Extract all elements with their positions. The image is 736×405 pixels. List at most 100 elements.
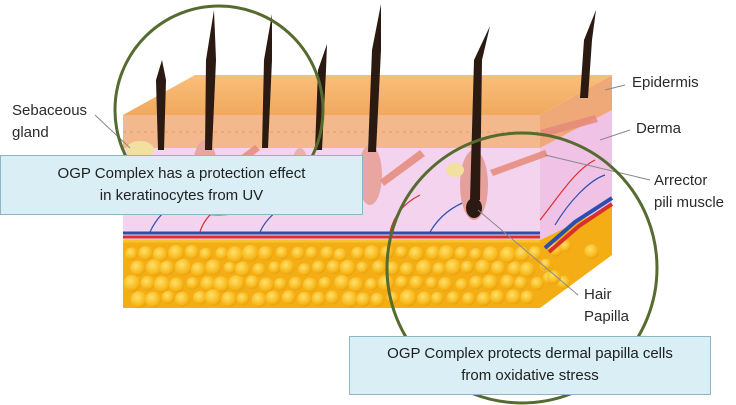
fat-cell xyxy=(370,292,385,307)
fat-cell xyxy=(184,245,200,260)
fat-cell xyxy=(399,262,415,277)
fat-cell xyxy=(297,291,312,307)
fat-cell xyxy=(469,275,484,290)
fat-cell xyxy=(341,291,359,308)
fat-cell xyxy=(215,247,229,260)
fat-cell xyxy=(242,244,259,262)
fat-cell xyxy=(221,291,237,308)
fat-cell xyxy=(234,261,251,277)
fat-cell xyxy=(145,259,163,277)
fat-cell xyxy=(530,276,544,291)
fat-cell xyxy=(500,274,515,290)
fat-cell xyxy=(528,246,542,260)
fat-cell xyxy=(153,276,171,293)
fat-cell xyxy=(499,246,517,263)
fat-cell xyxy=(145,291,162,308)
fat-cell xyxy=(161,290,175,304)
fat-cell xyxy=(333,248,347,262)
fat-cell xyxy=(446,291,460,305)
fat-cell xyxy=(326,260,341,275)
arrector-pili-label: Arrector pili muscle xyxy=(654,170,724,214)
fat-cell xyxy=(199,247,213,261)
fat-cell xyxy=(245,275,260,290)
fat-cell xyxy=(174,291,190,307)
sebaceous-label-line2: gland xyxy=(12,124,49,141)
fat-cell xyxy=(258,245,273,261)
fat-cell xyxy=(455,278,469,292)
fat-cell xyxy=(395,275,409,289)
fat-cell xyxy=(415,259,433,277)
fat-cell xyxy=(223,261,236,274)
fat-cell xyxy=(228,275,245,292)
blood-vessel-band xyxy=(123,196,614,254)
fat-cell xyxy=(584,244,599,259)
fat-cell xyxy=(399,289,417,307)
arrector-label-line2: pili muscle xyxy=(654,194,725,211)
fat-cell xyxy=(129,260,146,276)
fat-cell xyxy=(168,244,185,261)
fat-cell xyxy=(125,247,138,260)
fat-cell xyxy=(226,246,244,264)
uv-callout-line2: in keratinocytes from UV xyxy=(99,187,264,204)
sebaceous-gland-label: Sebaceous gland xyxy=(12,100,87,144)
fat-cell xyxy=(438,277,453,292)
fat-cell xyxy=(385,261,400,276)
fat-cell xyxy=(432,262,446,276)
label-pointers xyxy=(94,84,651,296)
fat-cell xyxy=(339,259,356,276)
fat-cell xyxy=(305,246,318,260)
fat-cell xyxy=(252,263,266,277)
fat-cell xyxy=(334,274,350,291)
hair-papilla-label: Hair Papilla xyxy=(584,284,629,328)
fat-cell xyxy=(482,274,498,291)
fat-cell xyxy=(204,289,222,306)
fat-cell xyxy=(274,277,287,291)
fat-cell xyxy=(519,262,536,278)
fat-cell xyxy=(281,290,296,305)
fat-cell xyxy=(438,245,455,262)
fat-cell xyxy=(356,261,369,274)
fat-cell xyxy=(507,261,522,276)
fat-cell xyxy=(476,291,491,307)
fat-cell xyxy=(258,277,274,293)
uv-callout-line1: OGP Complex has a protection effect xyxy=(57,165,306,182)
fat-cell xyxy=(364,278,378,291)
fat-cell xyxy=(275,246,289,260)
fat-cell xyxy=(409,275,424,290)
subcutaneous-fat-layer xyxy=(123,205,612,309)
derma-label: Derma xyxy=(636,120,682,137)
hair-papilla-label-line1: Hair xyxy=(584,286,612,303)
fat-cell xyxy=(520,290,535,305)
fat-cell xyxy=(514,276,528,290)
fat-cell xyxy=(302,277,318,293)
fat-cell xyxy=(371,260,386,275)
hair-papilla-label-line2: Papilla xyxy=(584,308,630,325)
epidermis-layer xyxy=(123,75,612,148)
fat-cell xyxy=(193,290,207,305)
fat-cell xyxy=(444,259,462,276)
fat-cell xyxy=(325,290,340,305)
fat-cell xyxy=(200,276,216,292)
fat-cell xyxy=(140,276,155,291)
papilla-protection-highlight-circle xyxy=(385,131,659,405)
fat-cell xyxy=(311,291,326,306)
fat-cell xyxy=(320,246,335,260)
fat-cell xyxy=(425,276,438,290)
fat-cell xyxy=(190,262,206,278)
fat-cell xyxy=(460,260,474,274)
fat-cell xyxy=(265,290,281,306)
fat-cell xyxy=(462,292,476,306)
fat-cell xyxy=(251,292,267,308)
oxidative-callout-line1: OGP Complex protects dermal papilla cell… xyxy=(387,345,673,362)
fat-cell xyxy=(469,247,483,261)
fat-cell xyxy=(291,246,305,260)
fat-cell xyxy=(430,292,444,305)
arrector-label-line1: Arrector xyxy=(654,172,708,189)
hair-shafts xyxy=(156,4,596,200)
fat-cell xyxy=(298,263,311,276)
fat-cell xyxy=(417,291,432,307)
fat-cell xyxy=(186,277,199,290)
fat-cell xyxy=(169,277,185,293)
fat-cell xyxy=(395,246,408,259)
fat-cell xyxy=(213,276,230,293)
